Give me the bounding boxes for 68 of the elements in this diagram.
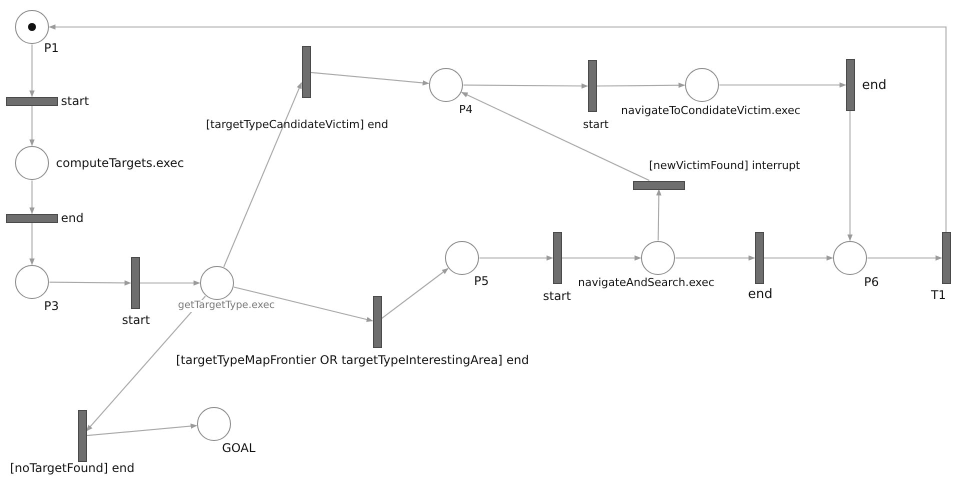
arc-arrow	[562, 255, 642, 261]
transition-label: end	[61, 211, 84, 226]
place-label: P3	[44, 299, 59, 314]
transition-bar	[633, 180, 685, 190]
transition-label: end	[748, 287, 772, 303]
arc-arrow	[86, 296, 206, 432]
transition-bar	[942, 232, 950, 284]
transition-label: [targetTypeCandidateVictim] end	[206, 118, 388, 132]
arc-arrow	[29, 222, 35, 266]
transition-label: end	[862, 78, 886, 94]
transition-bar	[130, 257, 140, 309]
transition-bar	[6, 214, 58, 222]
place-circle	[15, 146, 49, 180]
place-circle	[685, 68, 719, 102]
transition-label: [newVictimFound] interrupt	[649, 159, 800, 172]
place-circle	[200, 266, 234, 300]
transition-label: [targetTypeMapFrontier OR targetTypeInterestingArea] end	[176, 353, 530, 368]
arc-arrow	[29, 180, 35, 214]
place-label: navigateAndSearch.exec	[578, 276, 714, 290]
arc-arrow	[29, 106, 35, 146]
arc-arrow	[86, 424, 198, 436]
place-circle	[15, 265, 49, 299]
transition-label: start	[122, 313, 150, 328]
arc-arrow	[596, 82, 686, 88]
place-label: P4	[459, 103, 473, 116]
transition-bar	[846, 59, 854, 111]
arc-arrow	[656, 188, 662, 240]
place-label: getTargetType.exec	[178, 300, 275, 312]
arc-arrow	[140, 280, 200, 286]
place-circle	[833, 241, 867, 275]
arc-arrow	[381, 268, 449, 320]
place-label: P6	[864, 275, 879, 290]
place-label: navigateToCondidateVictim.exec	[621, 104, 800, 118]
place-circle	[641, 241, 675, 275]
marked-place-circle	[15, 10, 49, 44]
arc-arrow	[223, 82, 302, 268]
arc-arrow	[480, 255, 554, 261]
arc-arrow	[234, 286, 374, 322]
transition-bar	[372, 296, 382, 348]
transition-label: start	[583, 118, 609, 132]
arc-arrow	[29, 44, 35, 98]
transition-bar	[588, 60, 596, 112]
transition-label: start	[543, 289, 571, 304]
transition-bar	[754, 232, 764, 284]
arc-arrow	[720, 82, 846, 88]
place-circle	[429, 68, 463, 102]
transition-bar	[302, 46, 310, 98]
arc-arrow	[764, 255, 834, 261]
arc-arrow	[48, 24, 947, 232]
transition-bar	[78, 410, 86, 462]
transition-label: T1	[931, 288, 946, 302]
place-label: computeTargets.exec	[56, 156, 184, 170]
arc-arrow	[50, 280, 132, 286]
place-label: GOAL	[222, 441, 256, 456]
place-circle	[197, 407, 231, 441]
transition-label: start	[61, 94, 89, 108]
arc-arrow	[461, 92, 650, 181]
arc-arrow	[464, 83, 588, 89]
transition-bar	[6, 96, 58, 106]
place-label: P1	[44, 41, 59, 56]
transition-label: [noTargetFound] end	[10, 461, 134, 476]
transition-bar	[552, 232, 562, 284]
arc-arrow	[310, 72, 430, 86]
place-label: P5	[474, 274, 489, 288]
arc-arrow	[676, 255, 756, 261]
place-circle	[445, 241, 479, 275]
arc-arrow	[868, 255, 942, 261]
arc-arrow	[847, 111, 853, 242]
